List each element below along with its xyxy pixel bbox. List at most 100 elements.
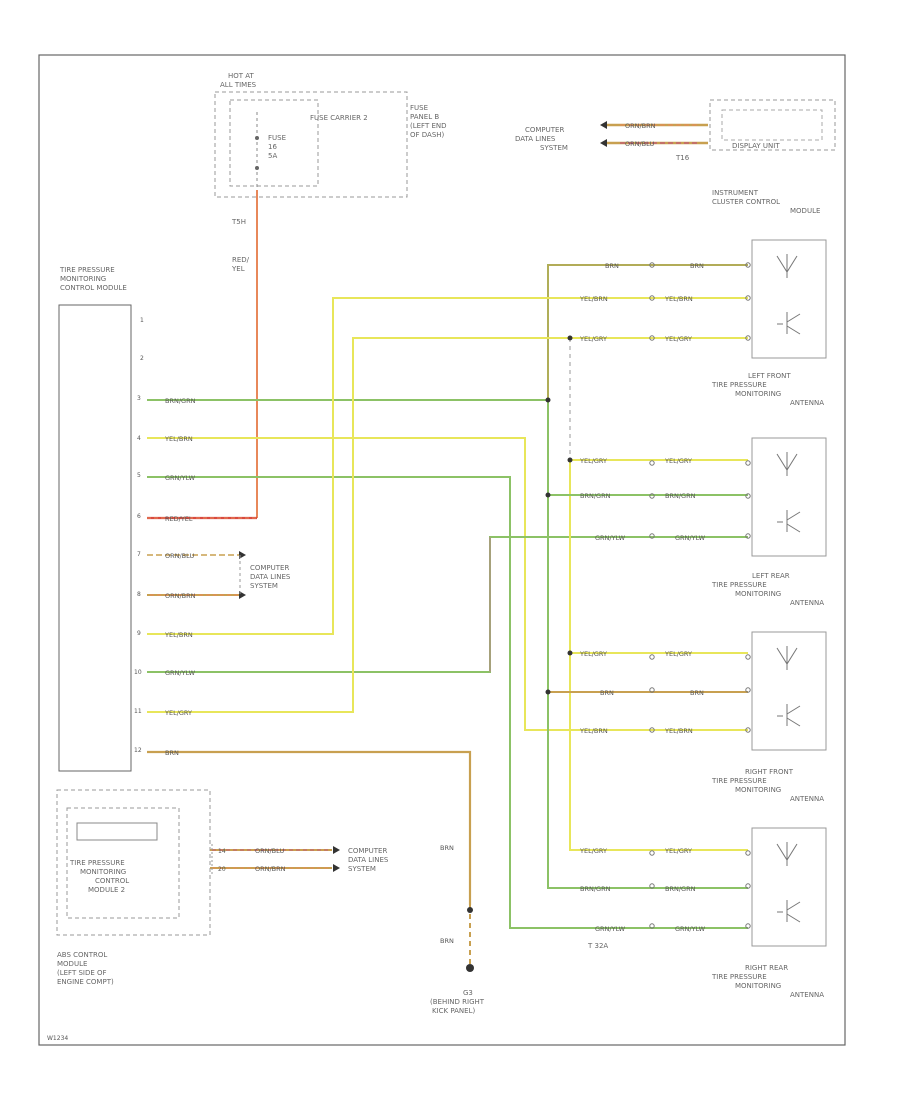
ground-label-2: (BEHIND RIGHT — [430, 998, 485, 1006]
abs-inner-1: TIRE PRESSURE — [69, 859, 125, 867]
wl-lf-2b: YEL/BRN — [664, 295, 693, 303]
fuse-label-1: FUSE — [268, 134, 286, 142]
wire-label-7: ORN/BRN — [165, 592, 196, 600]
abs-inner-4: MODULE 2 — [88, 886, 125, 894]
fuse-panel: HOT AT ALL TIMES FUSE 16 5A FUSE CARRIER… — [214, 72, 447, 273]
wl-rr-1b: YEL/GRY — [664, 847, 692, 855]
fuse-label-3: 5A — [268, 152, 277, 160]
fuse-panel-label-3: (LEFT END — [410, 122, 447, 130]
abs-label-3: (LEFT SIDE OF — [57, 969, 107, 977]
harness-backbone: T 32A — [545, 335, 748, 950]
comp-lines-top-3: SYSTEM — [540, 144, 568, 152]
comp-lines-top-1: COMPUTER — [525, 126, 564, 134]
comp-lines-bot-3: SYSTEM — [348, 865, 376, 873]
comp-lines-mid-3: SYSTEM — [250, 582, 278, 590]
rr-label-2: TIRE PRESSURE — [711, 973, 767, 981]
wl-lf-2a: YEL/BRN — [579, 295, 608, 303]
abs-label-4: ENGINE COMPT) — [57, 978, 114, 986]
module-pin-9: 9 — [137, 630, 141, 637]
wire-label-redyel: RED/YEL — [165, 515, 193, 523]
comp-lines-mid-2: DATA LINES — [250, 573, 291, 581]
left-front-antenna — [649, 239, 827, 359]
abs-label-2: MODULE — [57, 960, 87, 968]
module-pin-2: 2 — [140, 355, 144, 362]
tpms-module-label-3: CONTROL MODULE — [60, 284, 127, 292]
rr-label-3: MONITORING — [735, 982, 781, 990]
wl-lf-1a: BRN — [605, 262, 619, 270]
module-pin-1: 1 — [140, 317, 144, 324]
lr-label-4: ANTENNA — [790, 599, 824, 607]
figure-id: W1234 — [47, 1035, 68, 1042]
wl-lf-3b: YEL/GRY — [664, 335, 692, 343]
abs-wire-1: ORN/BLU — [255, 847, 284, 855]
wire-label-6: ORN/BLU — [165, 552, 194, 560]
wl-lr-3a: GRN/YLW — [595, 534, 626, 542]
wl-lr-1b: YEL/GRY — [664, 457, 692, 465]
wl-rf-1a: YEL/GRY — [579, 650, 607, 658]
module-pin-10: 10 — [134, 669, 142, 676]
wl-lf-3a: YEL/GRY — [579, 335, 607, 343]
comp-lines-bot-1: COMPUTER — [348, 847, 387, 855]
t16-label: T16 — [675, 154, 690, 162]
comp-lines-bot-2: DATA LINES — [348, 856, 389, 864]
rf-label-2: TIRE PRESSURE — [711, 777, 767, 785]
wl-rf-1b: YEL/GRY — [664, 650, 692, 658]
hot-at-label-2: ALL TIMES — [220, 81, 257, 89]
brn-label-2: BRN — [440, 937, 454, 945]
module-pin-11: 11 — [134, 708, 142, 715]
instrument-cluster: DISPLAY UNIT T16 INSTRUMENT CLUSTER CONT… — [515, 99, 836, 215]
wire-label-11: BRN — [165, 749, 179, 757]
comp-lines-mid-1: COMPUTER — [250, 564, 289, 572]
display-unit-label: DISPLAY UNIT — [732, 142, 780, 150]
module-pin-8: 8 — [137, 591, 141, 598]
wl-rf-2a: BRN — [600, 689, 614, 697]
rr-label-4: ANTENNA — [790, 991, 824, 999]
wl-rr-3b: GRN/YLW — [675, 925, 706, 933]
wl-rr-1a: YEL/GRY — [579, 847, 607, 855]
lf-label-4: ANTENNA — [790, 399, 824, 407]
wl-rf-3a: YEL/BRN — [579, 727, 608, 735]
wl-lr-3b: GRN/YLW — [675, 534, 706, 542]
rf-label-4: ANTENNA — [790, 795, 824, 803]
ic-label-1: INSTRUMENT — [712, 189, 759, 197]
tpms-module-label-2: MONITORING — [60, 275, 106, 283]
lr-label-1: LEFT REAR — [752, 572, 790, 580]
comp-lines-top-2: DATA LINES — [515, 135, 556, 143]
wire-label-9: GRN/YLW — [165, 669, 196, 677]
ground-label-3: KICK PANEL) — [432, 1007, 475, 1015]
abs-control-module: TIRE PRESSURE MONITORING CONTROL MODULE … — [56, 789, 389, 986]
abs-wire-2: ORN/BRN — [255, 865, 286, 873]
wl-rr-2a: BRN/GRN — [580, 885, 611, 893]
lr-label-2: TIRE PRESSURE — [711, 581, 767, 589]
tpms-module-label-1: TIRE PRESSURE — [59, 266, 115, 274]
lf-label-1: LEFT FRONT — [748, 372, 791, 380]
t32a-label: T 32A — [587, 942, 608, 950]
abs-inner-3: CONTROL — [95, 877, 129, 885]
wire-label-4: YEL/BRN — [164, 435, 193, 443]
fuse-panel-label-4: OF DASH) — [410, 131, 445, 139]
right-rear-antenna — [649, 827, 827, 947]
red-yel-label-2: YEL — [231, 265, 245, 273]
diagram-frame — [38, 54, 846, 1046]
wl-lr-2b: BRN/GRN — [665, 492, 696, 500]
brn-label-1: BRN — [440, 844, 454, 852]
antenna-wire-labels: BRN BRN YEL/BRN YEL/BRN YEL/GRY YEL/GRY … — [579, 262, 706, 933]
fuse-label-2: 16 — [268, 143, 277, 151]
rf-label-1: RIGHT FRONT — [745, 768, 794, 776]
red-yel-label-1: RED/ — [232, 256, 250, 264]
wire-label-5: GRN/YLW — [165, 474, 196, 482]
wl-lr-2a: BRN/GRN — [580, 492, 611, 500]
wire-label-ic-1: ORN/BRN — [625, 122, 656, 130]
fuse-panel-label-1: FUSE — [410, 104, 428, 112]
rf-label-3: MONITORING — [735, 786, 781, 794]
hot-at-label-1: HOT AT — [228, 72, 255, 80]
module-pin-6: 6 — [137, 513, 141, 520]
wire-label-ic-2: ORN/BLU — [625, 140, 654, 148]
wl-rf-2b: BRN — [690, 689, 704, 697]
t5h-label: T5H — [231, 218, 246, 226]
fuse-carrier-label: FUSE CARRIER 2 — [310, 114, 368, 122]
module-wires: RED/YEL BRN/GRN YEL/BRN GRN/YLW ORN/BLU … — [147, 190, 748, 1015]
abs-inner-2: MONITORING — [80, 868, 126, 876]
module-pin-5: 5 — [137, 472, 141, 479]
